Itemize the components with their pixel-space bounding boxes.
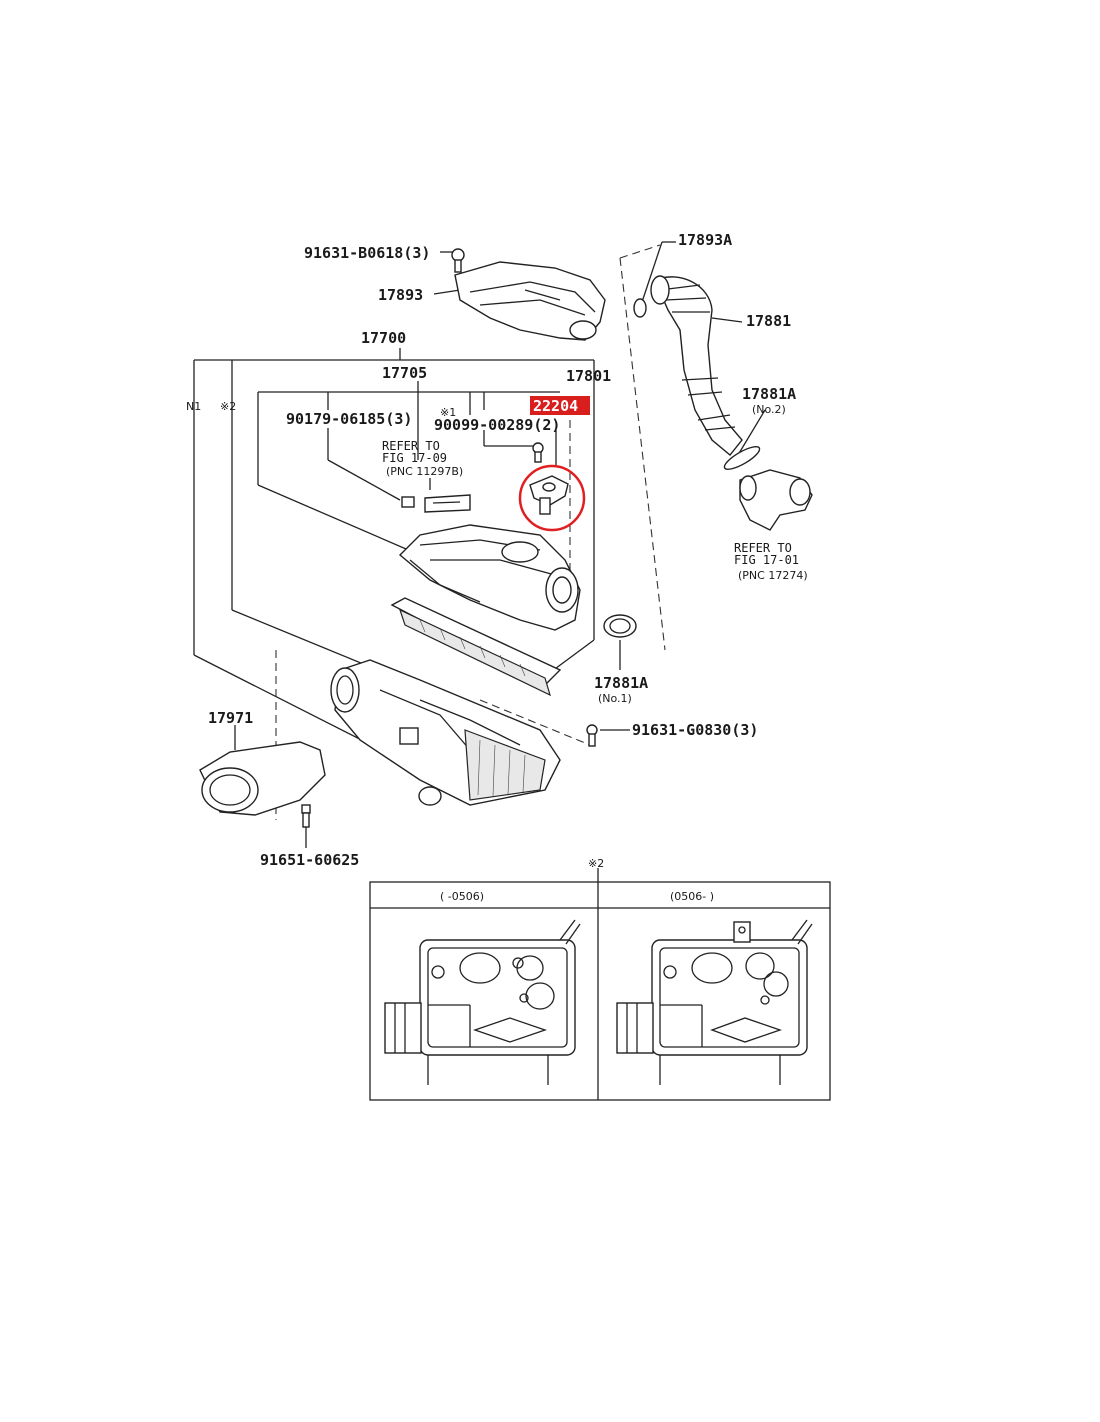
bolt-91651-60625[interactable] — [301, 804, 311, 828]
label-refer-1-line2: FIG 17-09 — [382, 451, 447, 465]
inset-right-header: (0506- ) — [670, 890, 714, 903]
bracket-17705 — [257, 381, 560, 556]
intake-inlet-17971[interactable] — [199, 741, 326, 816]
label-90179: 90179-06185(3) — [286, 410, 412, 428]
air-filter-element-17801[interactable] — [390, 597, 562, 697]
air-cleaner-case[interactable] — [330, 659, 561, 806]
bolt-91631-g0830[interactable] — [586, 724, 598, 747]
label-91631-g0830: 91631-G0830(3) — [632, 721, 758, 739]
bolt-91631-b0618[interactable] — [451, 248, 465, 273]
label-17881a-bottom: 17881A — [594, 674, 648, 692]
hose-17881[interactable] — [650, 275, 743, 456]
screw-90099-00289[interactable] — [532, 442, 544, 463]
label-no2: (No.2) — [752, 403, 786, 416]
bracket-17801 — [539, 400, 595, 681]
label-17801: 17801 — [566, 367, 611, 385]
label-refer-2-line3: (PNC 17274) — [738, 569, 808, 582]
clip-90179-06185[interactable] — [401, 494, 471, 513]
inset-panel — [369, 881, 831, 1101]
inset-left-header: ( -0506) — [440, 890, 484, 903]
elbow-duct-fig-17-01[interactable] — [739, 469, 813, 531]
label-refer-2-line1: REFER TO — [734, 541, 792, 555]
clamp-17881a-no1[interactable] — [603, 614, 637, 638]
leader-lines — [234, 241, 766, 882]
clamp-17893a[interactable] — [633, 298, 647, 318]
dashed-boundary-right — [619, 257, 666, 651]
label-22204: 22204 — [533, 397, 578, 415]
label-17700: 17700 — [361, 329, 406, 347]
dashed-boundary-right-top — [619, 244, 661, 259]
sensor-22204[interactable] — [529, 475, 569, 515]
inset-right-housing — [616, 919, 813, 1085]
label-17893: 17893 — [378, 286, 423, 304]
label-refer-1-line3: (PNC 11297B) — [386, 465, 463, 478]
label-17705: 17705 — [382, 364, 427, 382]
label-refer-2-line2: FIG 17-01 — [734, 553, 799, 567]
label-17971: 17971 — [208, 709, 253, 727]
label-mark-1: ※1 — [440, 406, 456, 419]
dashed-lower-line — [479, 699, 591, 746]
label-17881a-top: 17881A — [742, 385, 796, 403]
label-91651: 91651-60625 — [260, 851, 359, 869]
label-mark-2-inset: ※2 — [588, 857, 604, 870]
label-17881: 17881 — [746, 312, 791, 330]
label-refer-1-line1: REFER TO — [382, 439, 440, 453]
highlight-box-22204 — [530, 396, 590, 415]
label-n1: N1 — [186, 400, 201, 413]
part-17893-duct[interactable] — [454, 261, 606, 341]
label-mark-2-side: ※2 — [220, 400, 236, 413]
highlight-circle-22204 — [518, 464, 586, 532]
clamp-17881a-no2[interactable] — [722, 443, 763, 473]
label-91631-b0618: 91631-B0618(3) — [304, 244, 430, 262]
air-cleaner-cap[interactable] — [398, 524, 581, 631]
label-17893a: 17893A — [678, 231, 732, 249]
label-no1: (No.1) — [598, 692, 632, 705]
label-90099: 90099-00289(2) — [434, 416, 560, 434]
inset-left-housing — [384, 919, 581, 1085]
